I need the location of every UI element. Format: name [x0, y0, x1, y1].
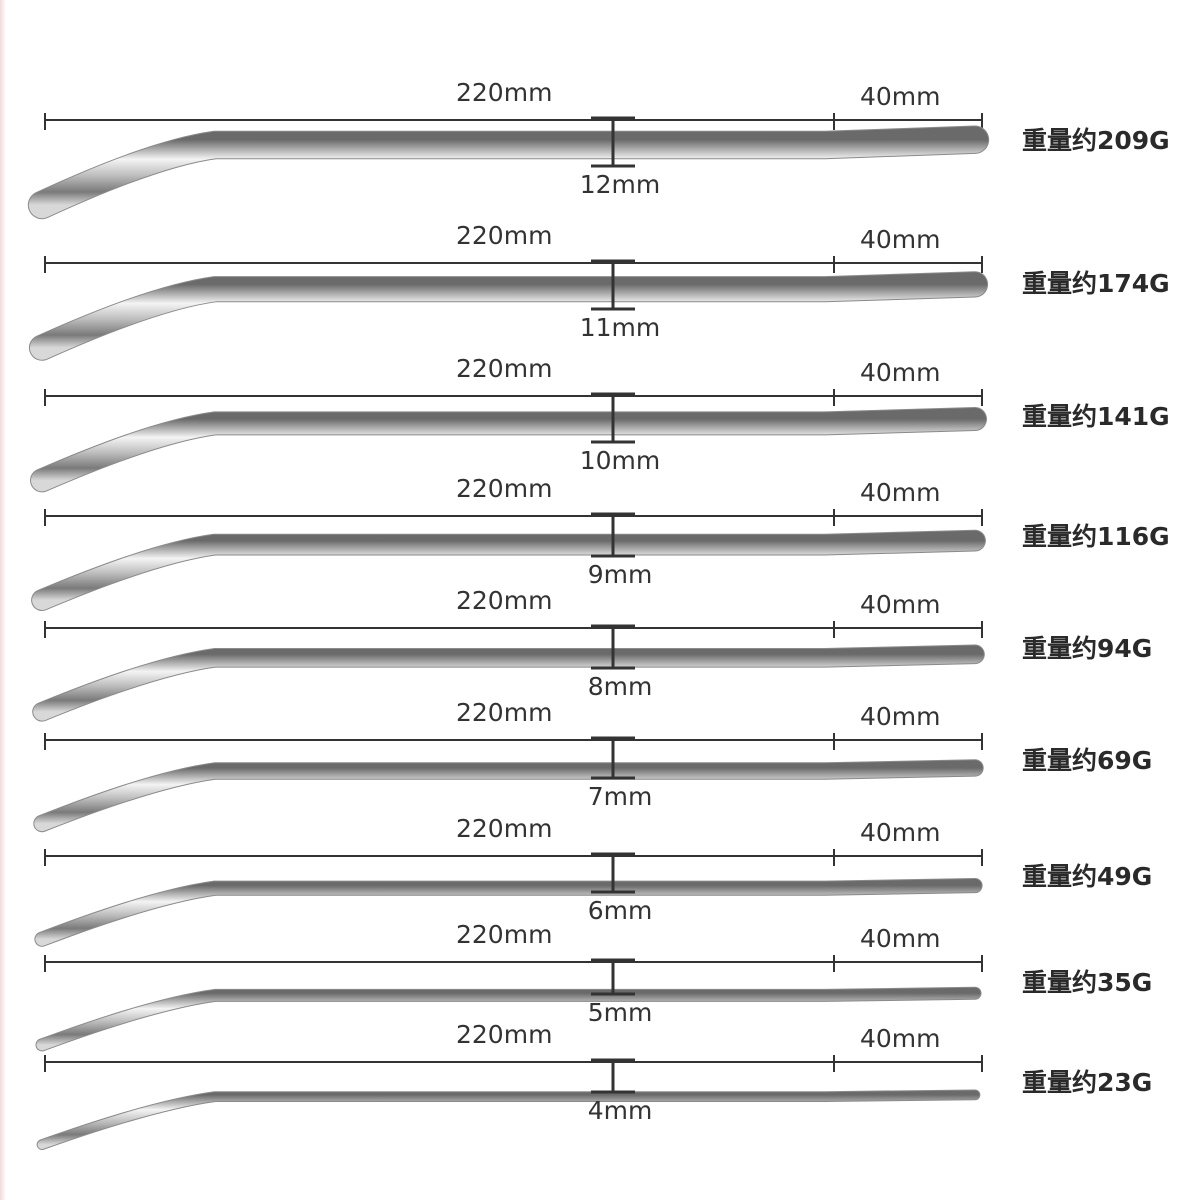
weight-label: 重量约141G: [1022, 402, 1170, 431]
rod-body: [34, 760, 983, 832]
length-label: 220mm: [456, 814, 553, 843]
weight-label: 重量约69G: [1022, 746, 1153, 775]
rod-drawing: [33, 733, 984, 833]
length-label: 220mm: [456, 221, 553, 250]
left-edge-decoration: [0, 0, 6, 1200]
weight-label: 重量约49G: [1022, 862, 1153, 891]
tip-label: 40mm: [860, 358, 941, 387]
rod-drawing: [34, 849, 983, 947]
rod-row: 220mm 40mm 9mm 重量约116G: [0, 474, 1200, 611]
length-label: 220mm: [456, 474, 553, 503]
rod-drawing: [30, 389, 987, 493]
rod-row: 220mm 40mm 5mm 重量约35G: [0, 920, 1200, 1052]
rod-body: [32, 530, 985, 610]
length-label: 220mm: [456, 920, 553, 949]
diameter-label: 6mm: [587, 896, 653, 925]
diameter-label: 11mm: [579, 313, 661, 342]
rod-body: [29, 272, 988, 360]
rod-row: 220mm 40mm 11mm 重量约174G: [0, 221, 1200, 361]
tip-label: 40mm: [860, 702, 941, 731]
length-label: 220mm: [456, 586, 553, 615]
rod-row: 220mm 40mm 12mm 重量约209G: [0, 78, 1200, 220]
diameter-label: 5mm: [587, 998, 653, 1027]
weight-label: 重量约35G: [1022, 968, 1153, 997]
rod-body: [33, 645, 984, 721]
diameter-label: 7mm: [587, 782, 653, 811]
rod-drawing: [27, 113, 990, 220]
tip-label: 40mm: [860, 924, 941, 953]
diameter-label: 8mm: [587, 672, 653, 701]
diameter-label: 9mm: [587, 560, 653, 589]
rod-drawing: [31, 509, 986, 611]
weight-label: 重量约23G: [1022, 1068, 1153, 1097]
rod-body: [31, 408, 986, 492]
rod-row: 220mm 40mm 8mm 重量约94G: [0, 586, 1200, 722]
rod-body: [36, 987, 981, 1051]
length-label: 220mm: [456, 78, 553, 107]
rod-drawing: [36, 1055, 983, 1150]
rod-body: [37, 1090, 980, 1149]
tip-label: 40mm: [860, 1024, 941, 1053]
tip-label: 40mm: [860, 82, 941, 111]
rod-row: 220mm 40mm 4mm 重量约23G: [0, 1020, 1200, 1150]
length-label: 220mm: [456, 1020, 553, 1049]
rod-row: 220mm 40mm 7mm 重量约69G: [0, 698, 1200, 833]
rod-row: 220mm 40mm 6mm 重量约49G: [0, 814, 1200, 947]
rod-drawing: [35, 955, 983, 1052]
tip-label: 40mm: [860, 478, 941, 507]
diameter-label: 12mm: [579, 170, 661, 199]
length-label: 220mm: [456, 354, 553, 383]
rod-body: [35, 878, 982, 946]
weight-label: 重量约174G: [1022, 269, 1170, 298]
weight-label: 重量约209G: [1022, 126, 1170, 155]
diameter-label: 4mm: [587, 1096, 653, 1125]
length-label: 220mm: [456, 698, 553, 727]
weight-label: 重量约116G: [1022, 522, 1170, 551]
rod-row: 220mm 40mm 10mm 重量约141G: [0, 354, 1200, 493]
rod-drawing: [32, 621, 985, 722]
weight-label: 重量约94G: [1022, 634, 1153, 663]
rod-body: [28, 126, 989, 219]
rod-drawing: [28, 256, 989, 361]
tip-label: 40mm: [860, 225, 941, 254]
tip-label: 40mm: [860, 590, 941, 619]
tip-label: 40mm: [860, 818, 941, 847]
diameter-label: 10mm: [579, 446, 661, 475]
